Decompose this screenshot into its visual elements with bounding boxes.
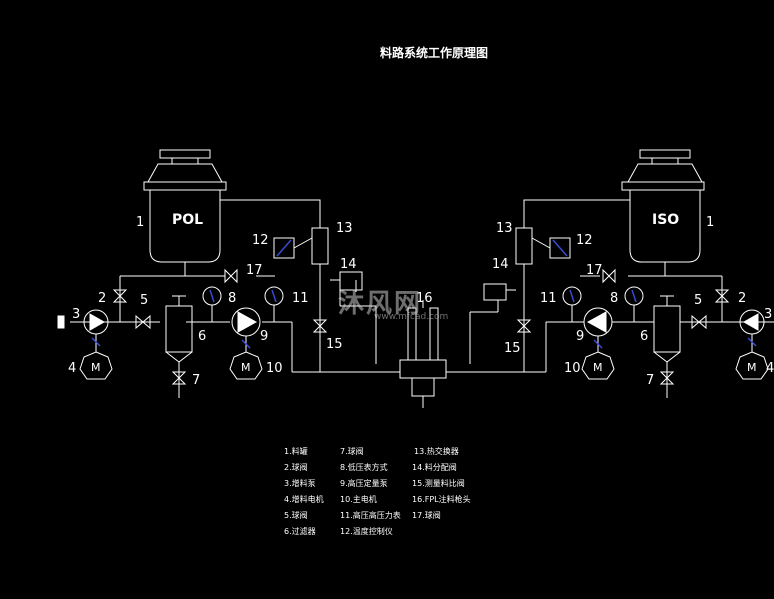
- label-7: 7: [192, 373, 200, 388]
- label-5: 5: [140, 293, 148, 308]
- legend-item: 8.低压表方式: [340, 463, 388, 472]
- label-17: 17: [586, 263, 603, 278]
- legend-item: 15.测量料比阀: [412, 479, 465, 488]
- heat-exchanger-left: [311, 227, 329, 265]
- tank-pol-label: POL: [172, 212, 203, 228]
- watermark: 沐风网: [338, 289, 423, 319]
- label-7: 7: [646, 373, 654, 388]
- label-10: 10: [266, 361, 283, 376]
- label-11: 11: [292, 291, 309, 306]
- label-6: 6: [198, 329, 206, 344]
- label-4: 4: [766, 361, 774, 376]
- label-13: 13: [336, 221, 353, 236]
- label-4: 4: [68, 361, 76, 376]
- mixing-head: [399, 359, 447, 379]
- legend-item: 6.过滤器: [284, 527, 316, 536]
- label-1: 1: [136, 215, 144, 230]
- watermark-url: www.mfcad.com: [374, 312, 449, 322]
- label-9: 9: [576, 329, 584, 344]
- legend-item: 1.料罐: [284, 447, 308, 456]
- tank-iso: [621, 149, 705, 276]
- motor-label: M: [91, 361, 101, 374]
- legend-item: 16.FPL注料枪头: [412, 495, 471, 504]
- label-14: 14: [340, 257, 357, 272]
- legend-item: 13.热交换器: [414, 447, 459, 456]
- legend-item: 4.增料电机: [284, 495, 324, 504]
- legend-item: 17.球阀: [412, 511, 441, 520]
- label-3: 3: [764, 307, 772, 322]
- label-12: 12: [252, 233, 269, 248]
- label-17: 17: [246, 263, 263, 278]
- motor-label: M: [241, 361, 251, 374]
- diagram-title: 料路系统工作原理图: [380, 46, 489, 60]
- heat-exchanger-right: [515, 227, 533, 265]
- legend-item: 7.球阀: [340, 447, 364, 456]
- label-16: 16: [416, 291, 433, 306]
- label-9: 9: [260, 329, 268, 344]
- label-15: 15: [504, 341, 521, 356]
- legend-item: 3.增料泵: [284, 479, 316, 488]
- label-8: 8: [610, 291, 618, 306]
- label-15: 15: [326, 337, 343, 352]
- label-12: 12: [576, 233, 593, 248]
- label-14: 14: [492, 257, 509, 272]
- legend-item: 2.球阀: [284, 463, 308, 472]
- legend-item: 9.高压定量泵: [340, 479, 388, 488]
- legend-item: 11.高压高压力表: [340, 511, 401, 520]
- label-8: 8: [228, 291, 236, 306]
- legend-item: 14.料分配阀: [412, 463, 457, 472]
- label-6: 6: [640, 329, 648, 344]
- label-11: 11: [540, 291, 557, 306]
- motor-label: M: [747, 361, 757, 374]
- tank-iso-label: ISO: [652, 212, 679, 228]
- legend-item: 5.球阀: [284, 511, 308, 520]
- label-3: 3: [72, 307, 80, 322]
- label-13: 13: [496, 221, 513, 236]
- tank-pol: [143, 149, 227, 276]
- label-10: 10: [564, 361, 581, 376]
- legend-item: 12.温度控制仪: [340, 527, 393, 536]
- label-2: 2: [738, 291, 746, 306]
- legend-item: 10.主电机: [340, 495, 377, 504]
- label-2: 2: [98, 291, 106, 306]
- label-5: 5: [694, 293, 702, 308]
- label-1: 1: [706, 215, 714, 230]
- motor-label: M: [593, 361, 603, 374]
